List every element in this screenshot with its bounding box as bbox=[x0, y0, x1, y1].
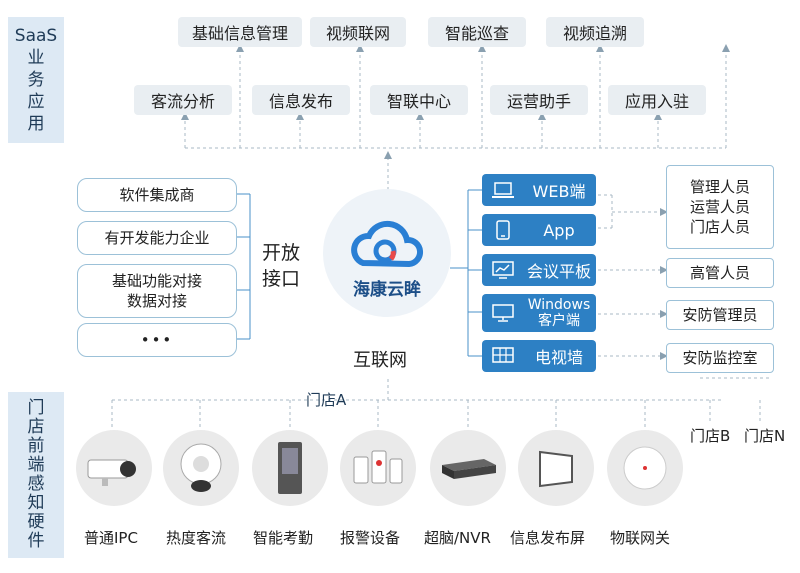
device-label-ipc: 普通IPC bbox=[84, 529, 138, 547]
client-app-button: App bbox=[482, 214, 596, 246]
monitor-icon bbox=[490, 303, 516, 323]
saas-tag-basic-info: 基础信息管理 bbox=[178, 17, 302, 47]
client-windows-label: Windows 客户端 bbox=[527, 297, 591, 329]
dome-camera-icon bbox=[180, 443, 222, 492]
display-screen-icon bbox=[539, 450, 573, 488]
saas-tag-ops-assistant: 运营助手 bbox=[490, 85, 588, 115]
alarm-device-icon bbox=[353, 450, 403, 484]
saas-tag-traffic-analysis: 客流分析 bbox=[134, 85, 232, 115]
left-box-function-docking: 基础功能对接 数据对接 bbox=[77, 264, 237, 318]
left-box-dev-enterprise: 有开发能力企业 bbox=[77, 221, 237, 255]
store-b-label: 门店B bbox=[690, 427, 731, 445]
saas-tag-video-trace: 视频追溯 bbox=[546, 17, 644, 47]
device-attendance bbox=[252, 430, 328, 506]
attendance-terminal-icon bbox=[278, 442, 302, 494]
device-label-iot-gateway: 物联网关 bbox=[610, 529, 671, 547]
device-iot-gateway bbox=[607, 430, 683, 506]
saas-tag-video-network: 视频联网 bbox=[310, 17, 406, 47]
iot-gateway-icon bbox=[623, 446, 667, 490]
device-ipc bbox=[76, 430, 152, 506]
video-wall-icon bbox=[490, 346, 516, 366]
left-box-software-integrator: 软件集成商 bbox=[77, 178, 237, 212]
left-box-more: ••• bbox=[77, 323, 237, 357]
role-managers: 管理人员 运营人员 门店人员 bbox=[666, 165, 774, 249]
device-label-heat-traffic: 热度客流 bbox=[166, 529, 227, 547]
device-label-nvr: 超脑/NVR bbox=[424, 529, 491, 547]
role-security-admin: 安防管理员 bbox=[666, 300, 774, 330]
client-web-button: WEB端 bbox=[482, 174, 596, 206]
cloud-logo-icon bbox=[351, 220, 423, 268]
client-meeting-tablet-label: 会议平板 bbox=[526, 262, 591, 281]
client-video-wall-label: 电视墙 bbox=[534, 348, 583, 367]
device-alarm bbox=[340, 430, 416, 506]
device-label-alarm: 报警设备 bbox=[340, 529, 401, 547]
logo-circle: 海康云眸 bbox=[323, 189, 451, 317]
role-monitoring-room: 安防监控室 bbox=[666, 343, 774, 373]
open-api-label: 开放 接口 bbox=[262, 242, 301, 290]
saas-tag-info-publish: 信息发布 bbox=[252, 85, 350, 115]
device-label-attendance: 智能考勤 bbox=[253, 529, 314, 547]
device-label-display: 信息发布屏 bbox=[510, 529, 586, 547]
client-web-label: WEB端 bbox=[532, 182, 586, 201]
phone-icon bbox=[490, 220, 516, 240]
saas-section-label: SaaS 业 务 应 用 bbox=[8, 17, 64, 143]
store-n-label: 门店N bbox=[744, 427, 786, 445]
client-meeting-tablet-button: 会议平板 bbox=[482, 254, 596, 286]
client-windows-button: Windows 客户端 bbox=[482, 294, 596, 332]
chart-screen-icon bbox=[490, 260, 516, 280]
internet-label: 互联网 bbox=[353, 350, 407, 371]
hardware-section-label: 门 店 前 端 感 知 硬 件 bbox=[8, 392, 64, 558]
nvr-icon bbox=[442, 459, 496, 479]
device-heat-traffic bbox=[163, 430, 239, 506]
saas-tag-app-onboarding: 应用入驻 bbox=[608, 85, 706, 115]
device-display bbox=[518, 430, 594, 506]
bullet-camera-icon bbox=[87, 459, 136, 486]
store-a-label: 门店A bbox=[306, 391, 347, 409]
logo-text: 海康云眸 bbox=[353, 280, 421, 300]
client-app-label: App bbox=[543, 220, 575, 240]
saas-tag-smart-center: 智联中心 bbox=[370, 85, 468, 115]
saas-tag-smart-patrol: 智能巡查 bbox=[428, 17, 526, 47]
device-nvr bbox=[430, 430, 506, 506]
client-video-wall-button: 电视墙 bbox=[482, 340, 596, 372]
laptop-icon bbox=[490, 180, 516, 200]
role-executives: 高管人员 bbox=[666, 258, 774, 288]
